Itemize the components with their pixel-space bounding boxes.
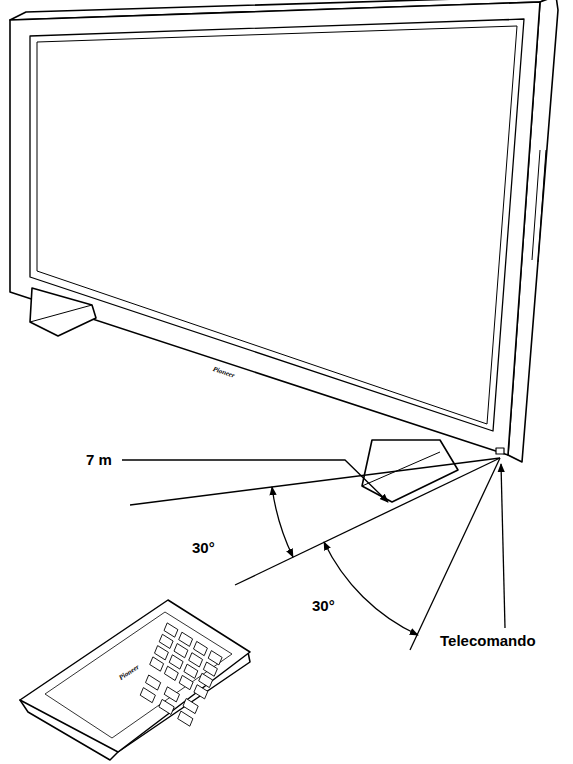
part-name: Telecomando	[440, 633, 536, 648]
remote-button	[179, 675, 193, 689]
remote-button	[194, 641, 208, 655]
remote-button	[184, 664, 198, 678]
remote-button	[169, 655, 183, 669]
remote-button	[183, 699, 198, 714]
remote-button	[140, 688, 155, 703]
remote-button	[189, 653, 203, 667]
remote-button	[146, 675, 161, 690]
plasma-display	[10, 0, 558, 502]
remote-button	[155, 646, 169, 660]
remote-button	[178, 711, 193, 726]
remote-button	[199, 673, 213, 687]
remote-button	[174, 644, 188, 658]
remote-button	[150, 657, 164, 671]
remote-button	[164, 666, 178, 680]
remote-button	[194, 685, 208, 699]
distance-label: 7 m	[86, 452, 112, 467]
brand-logo: Pioneer	[212, 366, 236, 380]
remote-button	[164, 623, 178, 637]
angle-label: 30°	[192, 540, 215, 555]
angle-label: 30°	[312, 598, 335, 613]
remote-button	[159, 634, 173, 648]
remote-button	[159, 699, 174, 714]
remote-button	[203, 662, 217, 676]
remote-button	[208, 651, 222, 665]
remote-button	[164, 687, 179, 702]
remote-button	[179, 632, 193, 646]
remote-control	[20, 600, 250, 760]
